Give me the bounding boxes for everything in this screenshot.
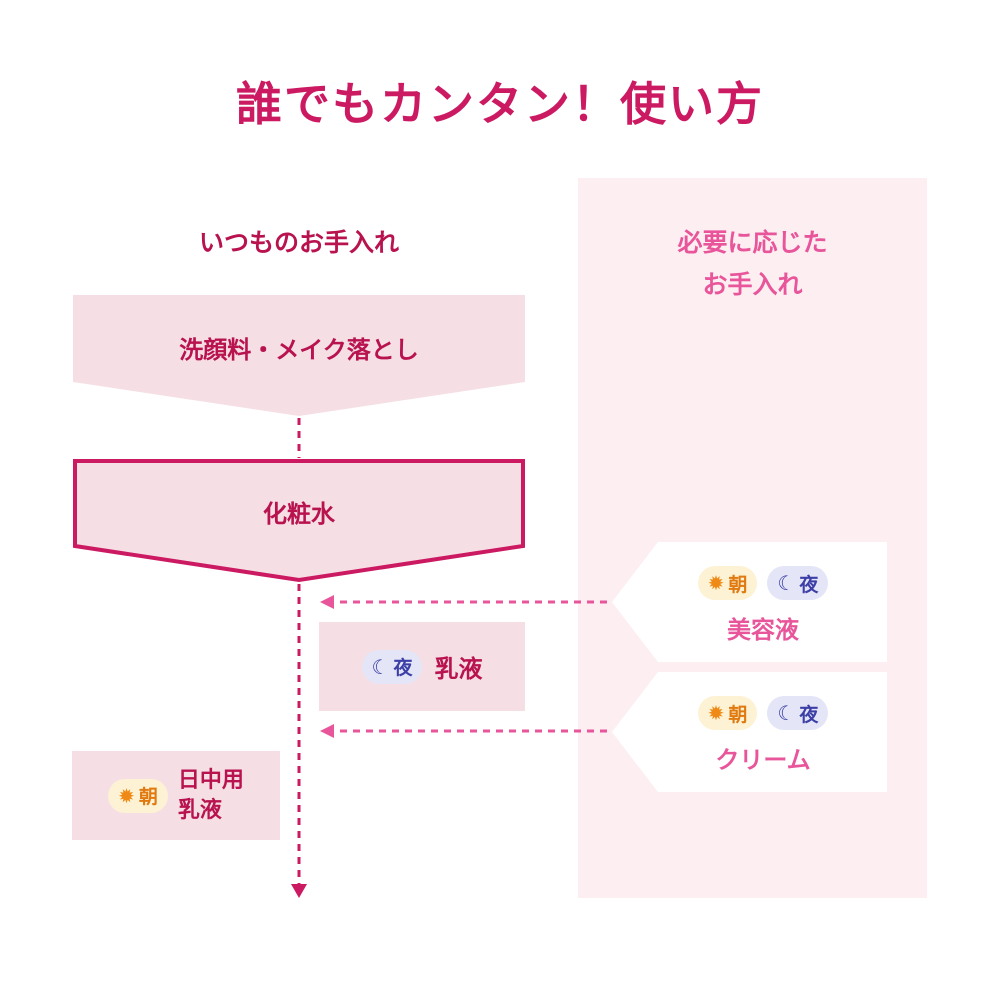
main-flow-arrowhead: [291, 884, 307, 898]
optional-care-heading-line2: お手入れ: [702, 270, 803, 299]
night-badge-label: 夜: [799, 573, 819, 596]
routine-care-heading: いつものお手入れ: [198, 228, 399, 257]
lotion-step-label: 化粧水: [263, 500, 335, 528]
morning-badge: ✹ 朝: [697, 696, 758, 730]
cream-arrowhead: [320, 724, 334, 738]
cream-label: クリーム: [715, 746, 811, 774]
day-milk-box: [72, 751, 280, 840]
night-badge: ☾ 夜: [361, 649, 423, 684]
cream-card: ✹ 朝 ☾ 夜 クリーム: [628, 696, 898, 775]
lotion-step-shape: [73, 459, 525, 583]
serum-label: 美容液: [727, 616, 799, 644]
day-milk-label: 日中用 乳液: [178, 766, 244, 826]
morning-badge: ✹ 朝: [108, 778, 168, 813]
morning-badge-label: 朝: [728, 703, 748, 726]
moon-icon: ☾: [777, 701, 796, 725]
night-milk-content: ☾ 夜 乳液: [319, 622, 525, 711]
optional-care-heading: 必要に応じた お手入れ: [578, 222, 927, 306]
day-milk-label-line1: 日中用: [177, 767, 244, 793]
night-badge-label: 夜: [393, 657, 413, 679]
morning-badge-label: 朝: [138, 786, 158, 808]
night-badge: ☾ 夜: [767, 566, 829, 600]
day-milk-label-line2: 乳液: [177, 797, 222, 823]
night-badge-label: 夜: [799, 703, 819, 726]
page-title: 誰でもカンタン！使い方: [236, 77, 764, 131]
night-badge: ☾ 夜: [767, 696, 829, 730]
cream-badges: ✹ 朝 ☾ 夜: [697, 696, 829, 730]
serum-card: ✹ 朝 ☾ 夜 美容液: [628, 566, 898, 645]
optional-care-heading-line1: 必要に応じた: [677, 228, 828, 257]
sun-icon: ✹: [707, 701, 725, 725]
morning-badge: ✹ 朝: [697, 566, 758, 600]
moon-icon: ☾: [777, 571, 796, 595]
day-milk-content: ✹ 朝 日中用 乳液: [72, 751, 280, 840]
serum-badges: ✹ 朝 ☾ 夜: [697, 566, 829, 600]
serum-arrowhead: [320, 595, 334, 609]
sun-icon: ✹: [118, 783, 135, 808]
cleansing-step-label: 洗顔料・メイク落とし: [179, 336, 419, 364]
morning-badge-label: 朝: [728, 573, 748, 596]
night-milk-label: 乳液: [434, 655, 483, 683]
sun-icon: ✹: [707, 571, 725, 595]
cleansing-step-shape: [73, 295, 525, 416]
moon-icon: ☾: [371, 654, 390, 679]
